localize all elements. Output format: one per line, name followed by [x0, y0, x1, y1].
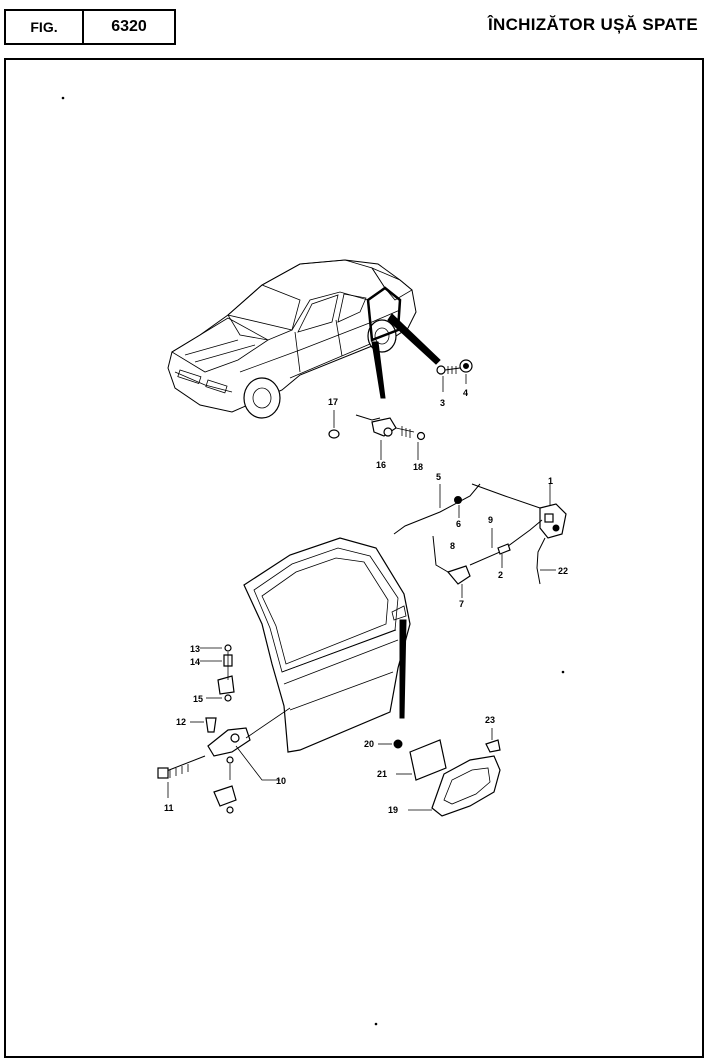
callout-15: 15 — [193, 694, 203, 704]
callout-11: 11 — [164, 803, 174, 813]
fastener-3-4 — [436, 359, 473, 392]
diagram-frame — [4, 58, 704, 1058]
car-illustration — [167, 259, 441, 419]
callout-13: 13 — [190, 644, 200, 654]
page-title: ÎNCHIZĂTOR UȘĂ SPATE — [487, 15, 698, 34]
callout-8: 8 — [450, 541, 455, 551]
callout-14: 14 — [190, 657, 200, 667]
callout-23: 23 — [485, 715, 495, 725]
callout-17: 17 — [328, 397, 338, 407]
callout-22: 22 — [558, 566, 568, 576]
callout-4: 4 — [463, 388, 468, 398]
callout-18: 18 — [413, 462, 423, 472]
scan-speck — [374, 1022, 378, 1026]
callout-5: 5 — [436, 472, 441, 482]
latch-rod-assembly — [393, 483, 567, 598]
figure-label: FIG. — [6, 11, 84, 43]
callout-2: 2 — [498, 570, 503, 580]
callout-6: 6 — [456, 519, 461, 529]
outside-handle-assembly — [378, 728, 501, 817]
callout-3: 3 — [440, 398, 445, 408]
striker-assembly-16-17-18 — [328, 410, 426, 460]
callout-9: 9 — [488, 515, 493, 525]
callout-7: 7 — [459, 599, 464, 609]
callout-20: 20 — [364, 739, 374, 749]
callout-21: 21 — [377, 769, 387, 779]
scan-speck — [61, 96, 65, 100]
callout-19: 19 — [388, 805, 398, 815]
scan-speck — [561, 670, 565, 674]
door-hinge-assembly — [157, 644, 291, 814]
callout-1: 1 — [548, 476, 553, 486]
figure-number: 6320 — [111, 18, 147, 35]
callout-16: 16 — [376, 460, 386, 470]
callout-12: 12 — [176, 717, 186, 727]
rear-door-panel — [243, 537, 411, 753]
figure-id-box: FIG. 6320 — [4, 9, 176, 45]
callout-10: 10 — [276, 776, 286, 786]
